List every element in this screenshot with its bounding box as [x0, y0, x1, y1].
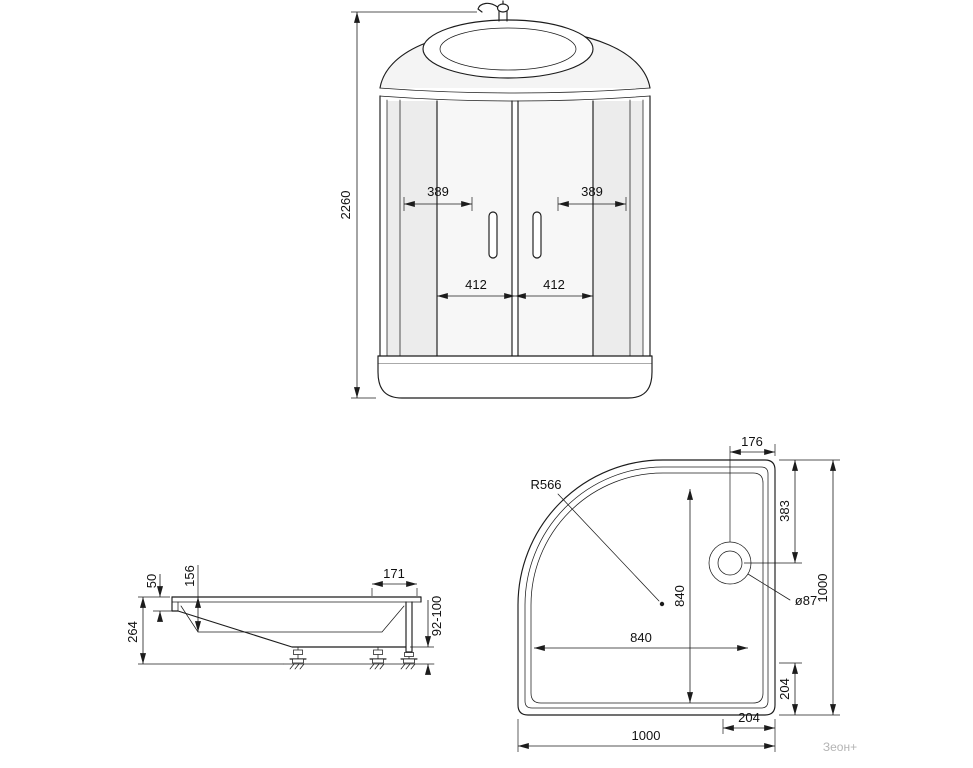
dim-label-171: 171 — [383, 566, 405, 581]
dim-label-389-right: 389 — [581, 184, 603, 199]
dim-label-383: 383 — [777, 500, 792, 522]
dim-label-840-vertical: 840 — [672, 585, 687, 607]
dim-radius: R566 — [530, 477, 665, 607]
dim-drain-offset-side: 383 — [744, 460, 802, 564]
dim-label-412-left: 412 — [465, 277, 487, 292]
dim-inner-width: 840 — [534, 630, 748, 652]
dim-edge-right: 204 — [777, 662, 802, 715]
cabin-frame — [379, 95, 651, 357]
dim-label-176: 176 — [741, 434, 763, 449]
dim-label-50: 50 — [144, 574, 159, 588]
dim-inner-depth: 840 — [672, 489, 694, 703]
dim-drain-diameter: ø87 — [747, 573, 817, 608]
dim-panel-right: 389 — [557, 184, 627, 211]
side-view: 264 50 156 171 92-100 — [125, 565, 444, 675]
dim-label-2260: 2260 — [338, 191, 353, 220]
roof-cap-oval — [422, 19, 594, 79]
dim-label-1000-bottom: 1000 — [632, 728, 661, 743]
dim-label-389-left: 389 — [427, 184, 449, 199]
dim-total-height: 2260 — [338, 11, 477, 399]
door-handle-right — [532, 211, 542, 259]
door-handle-left — [488, 211, 498, 259]
dim-leg-range: 92-100 — [410, 596, 444, 675]
dim-edge-bottom: 204 — [722, 710, 776, 752]
foot — [369, 646, 387, 670]
dim-overall-height: 264 — [125, 596, 284, 665]
dim-label-204-right: 204 — [777, 678, 792, 700]
cabin-base — [377, 355, 653, 399]
dim-label-204-bottom: 204 — [738, 710, 760, 725]
cabin-roof — [379, 19, 651, 102]
watermark: Зеон+ — [823, 740, 857, 754]
front-view: 2260 389 389 412 412 — [338, 0, 653, 399]
tray-profile — [171, 596, 422, 653]
foot — [400, 651, 418, 670]
dim-basin-depth: 156 — [182, 565, 202, 632]
dim-label-o87: ø87 — [795, 593, 817, 608]
dim-overall-width: 1000 — [517, 719, 775, 752]
dim-drain-offset-top: 176 — [729, 434, 776, 542]
faucet-icon — [477, 0, 510, 22]
dim-panel-left: 389 — [403, 184, 473, 211]
dim-label-1000-right: 1000 — [815, 574, 830, 603]
dim-label-156: 156 — [182, 565, 197, 587]
radius-center-dot — [659, 601, 665, 607]
dim-label-92-100: 92-100 — [429, 596, 444, 636]
dim-label-840-horizontal: 840 — [630, 630, 652, 645]
dim-label-412-right: 412 — [543, 277, 565, 292]
glass-panels — [387, 101, 643, 356]
plan-view: R566 176 383 840 840 ø87 — [517, 434, 840, 752]
foot — [289, 646, 307, 670]
dim-label-r566: R566 — [530, 477, 561, 492]
dim-door-right: 412 — [515, 277, 593, 300]
dim-door-left: 412 — [437, 277, 515, 300]
dim-rim-length: 171 — [371, 566, 418, 596]
dim-label-264: 264 — [125, 621, 140, 643]
dim-rim-edge: 50 — [144, 574, 177, 622]
tray-feet — [283, 646, 435, 670]
dim-overall-depth: 1000 — [779, 459, 840, 716]
